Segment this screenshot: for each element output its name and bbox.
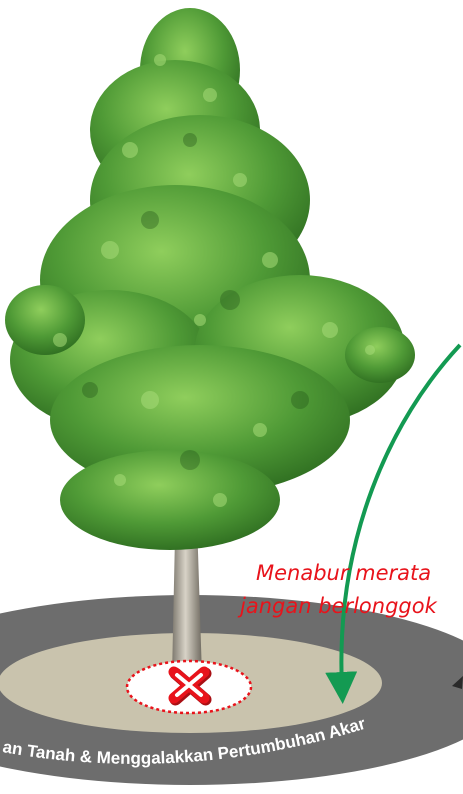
instruction-line-2: jangan berlonggok [240, 593, 437, 619]
tree-foliage [5, 8, 415, 550]
instruction-line-1: Menabur merata [256, 560, 431, 586]
